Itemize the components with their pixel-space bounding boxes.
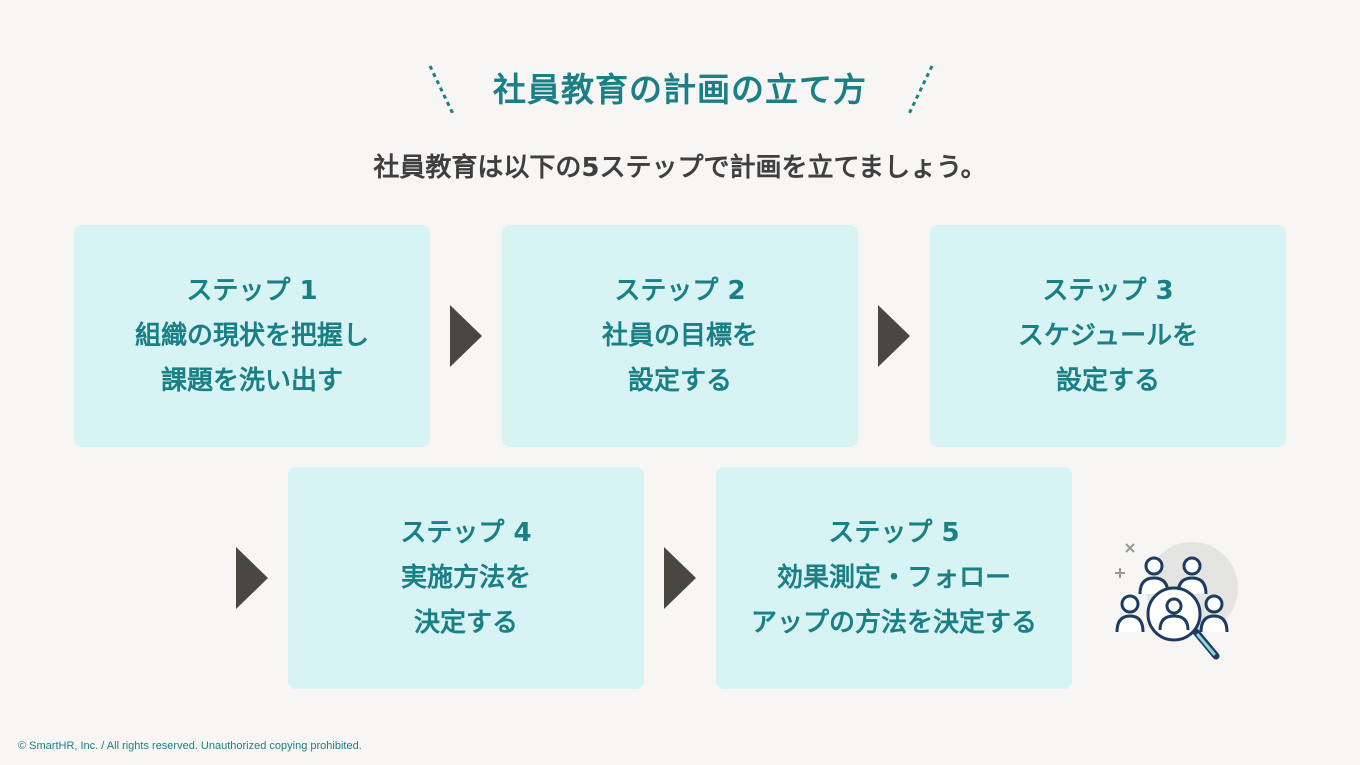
step-1-box: ステップ 1 組織の現状を把握し 課題を洗い出す xyxy=(74,225,430,447)
arrow-right-icon xyxy=(236,547,268,609)
step-2-line-1: 社員の目標を xyxy=(601,320,758,351)
arrow-right-icon xyxy=(664,547,696,609)
step-4-line-1: 実施方法を xyxy=(400,562,531,593)
step-5-box: ステップ 5 効果測定・フォロー アップの方法を決定する xyxy=(716,467,1072,689)
arrow-right-icon xyxy=(450,305,482,367)
title-left-decoration xyxy=(428,65,456,117)
step-4-heading: ステップ 4 xyxy=(400,517,532,548)
step-1-heading: ステップ 1 xyxy=(186,275,318,306)
page-subtitle: 社員教育は以下の5ステップで計画を立てましょう。 xyxy=(373,153,987,183)
step-5-heading: ステップ 5 xyxy=(828,517,960,548)
step-2-line-2: 設定する xyxy=(627,365,732,396)
step-1-line-1: 組織の現状を把握し xyxy=(134,320,369,351)
step-3-box: ステップ 3 スケジュールを 設定する xyxy=(930,225,1286,447)
page-title: 社員教育の計画の立て方 xyxy=(493,70,867,109)
title-right-decoration xyxy=(906,65,934,117)
copyright-text: © SmartHR, Inc. / All rights reserved. U… xyxy=(18,740,362,752)
people-search-icon xyxy=(1115,542,1238,660)
step-2-heading: ステップ 2 xyxy=(614,275,746,306)
step-3-heading: ステップ 3 xyxy=(1042,275,1174,306)
step-3-line-1: スケジュールを xyxy=(1017,320,1199,351)
arrow-right-icon xyxy=(878,305,910,367)
step-5-line-2: アップの方法を決定する xyxy=(750,607,1037,638)
step-4-line-2: 決定する xyxy=(413,607,518,638)
step-4-box: ステップ 4 実施方法を 決定する xyxy=(288,467,644,689)
step-2-box: ステップ 2 社員の目標を 設定する xyxy=(502,225,858,447)
step-1-line-2: 課題を洗い出す xyxy=(160,365,343,396)
step-3-line-2: 設定する xyxy=(1055,365,1160,396)
step-5-line-1: 効果測定・フォロー xyxy=(776,562,1011,593)
